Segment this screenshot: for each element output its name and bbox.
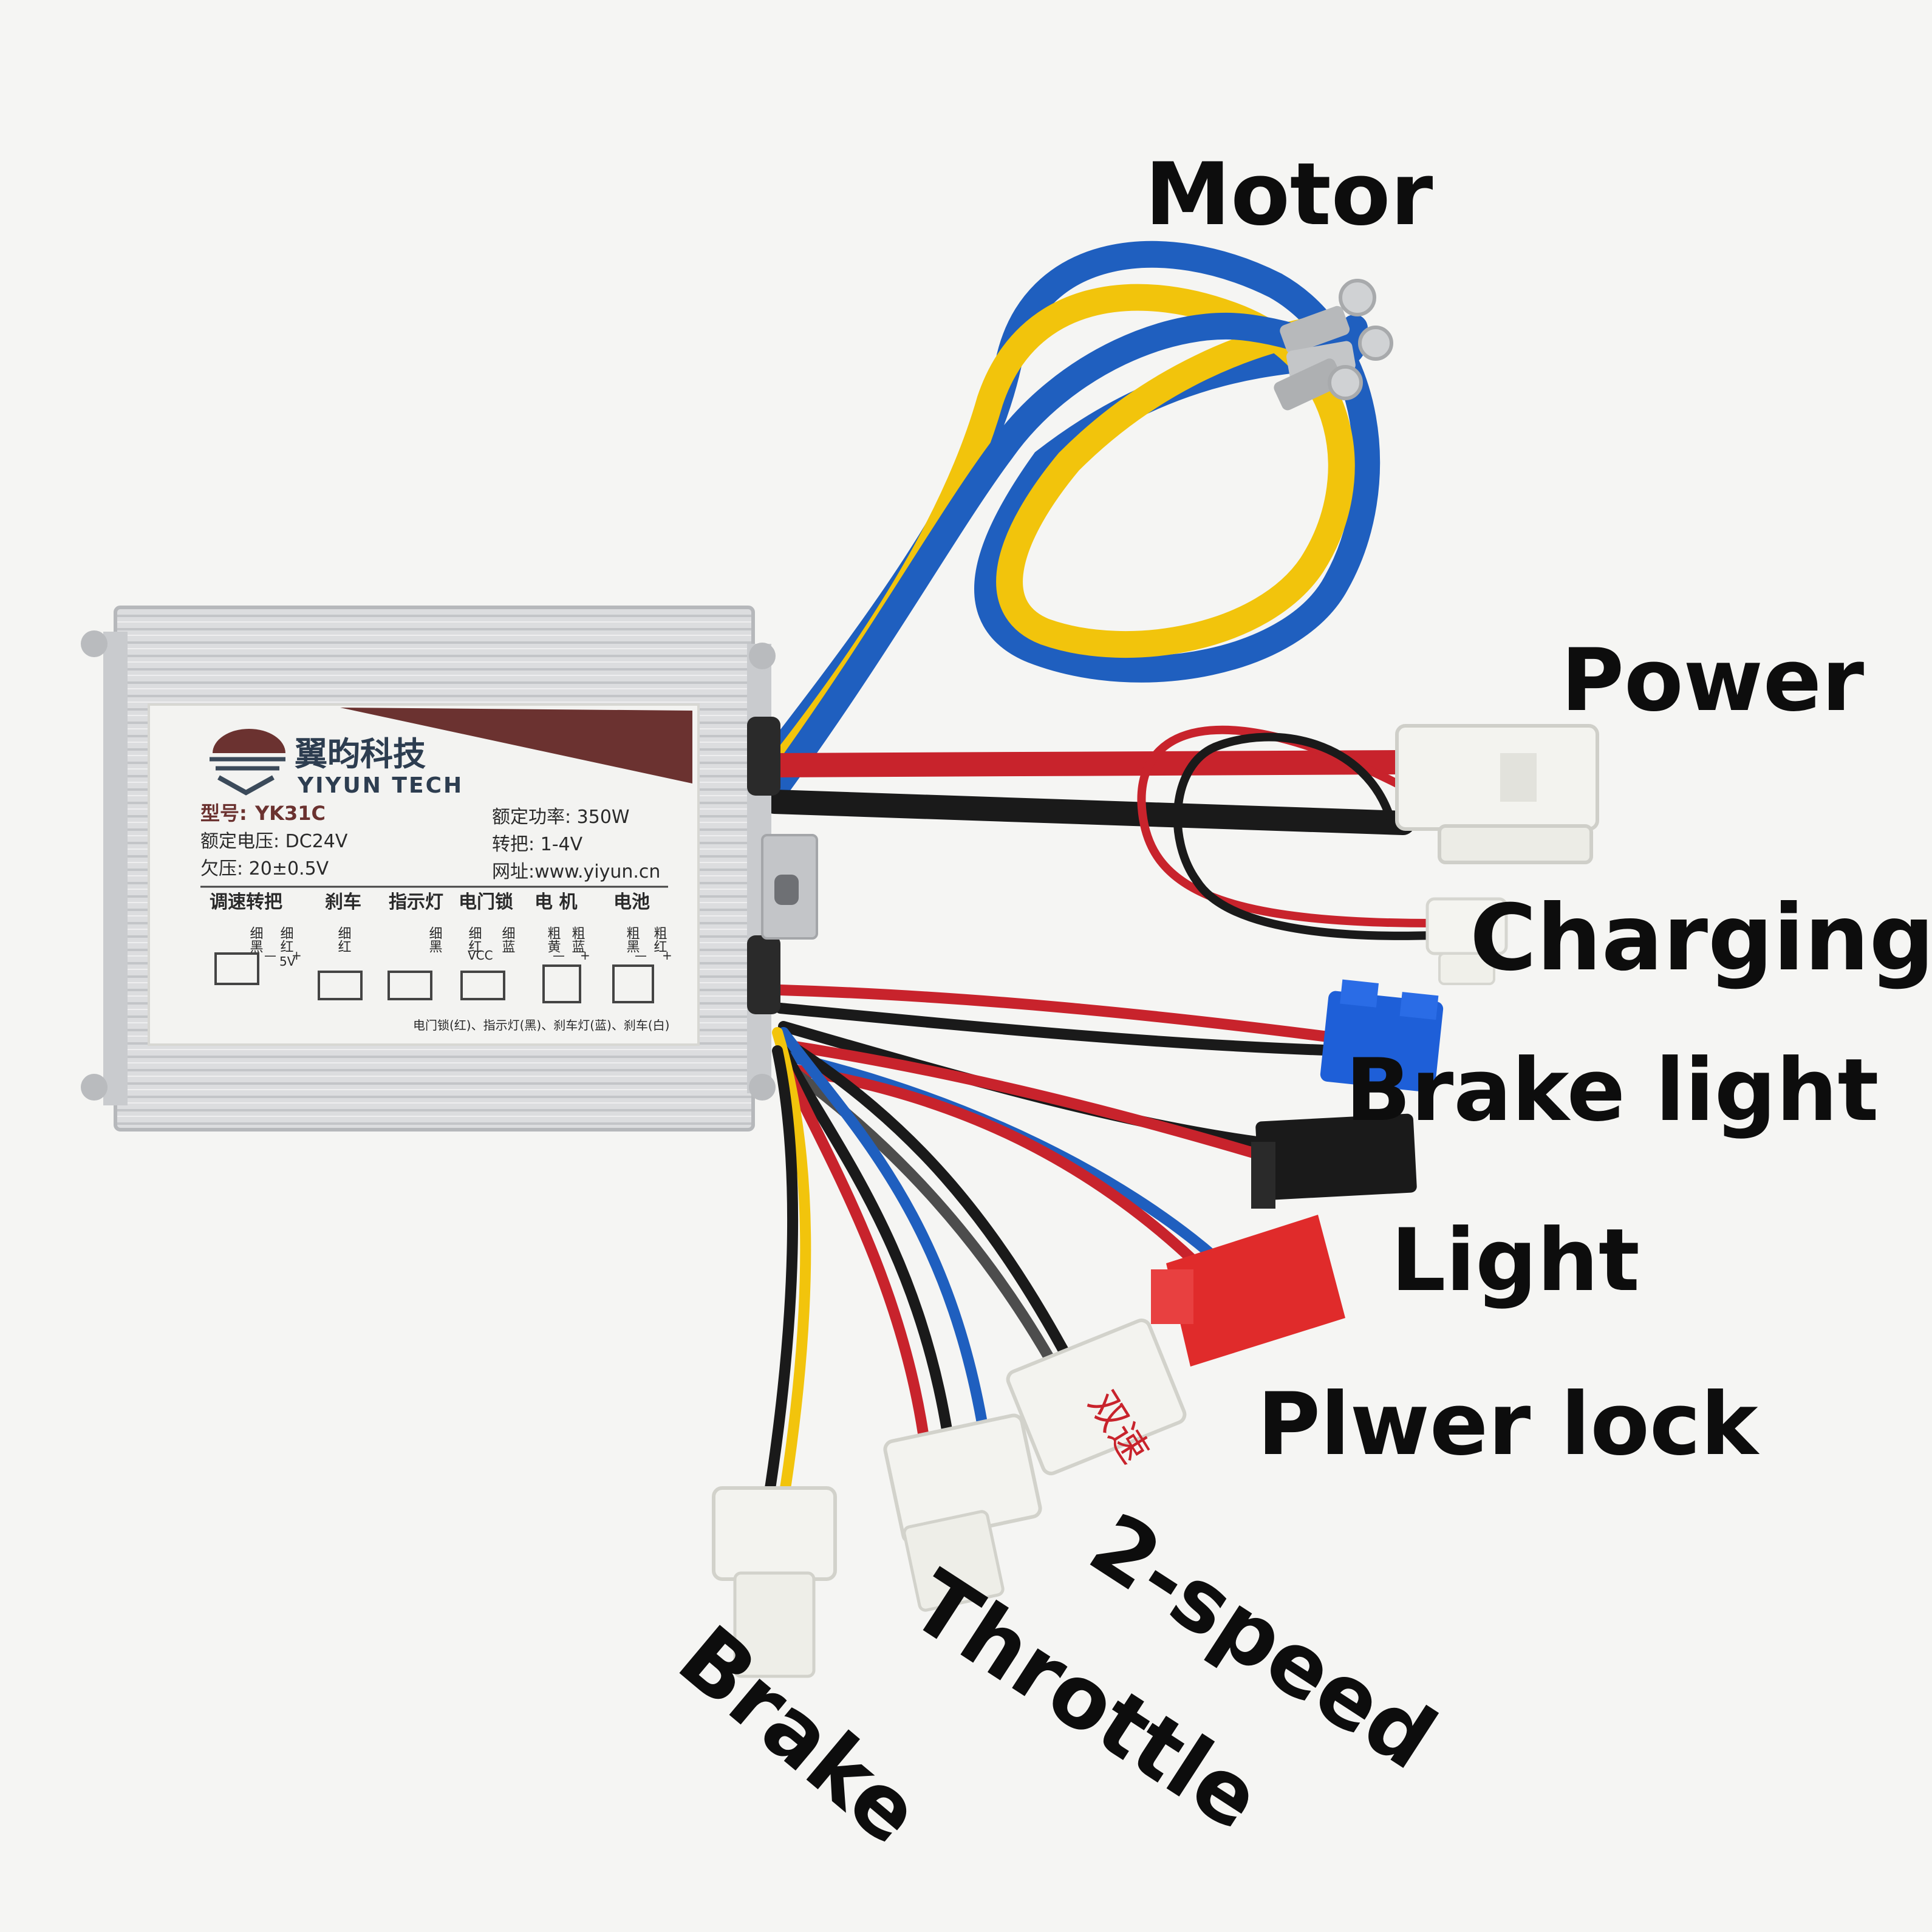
power-wires <box>762 725 1438 940</box>
throttle-range: 转把: 1-4V <box>492 834 583 855</box>
label-pin-9: 粗红 <box>652 926 667 953</box>
brand-logo <box>210 729 285 796</box>
motor-label: Motor <box>1145 145 1433 245</box>
harness-wires <box>763 985 1348 1506</box>
label-section-5: 电池 <box>613 892 650 913</box>
label-pin-7: 粗蓝 <box>570 926 585 953</box>
label-pins: 细红细黑细红细黑细红细蓝粗黄粗蓝粗黑粗红5V+—VCC—+—+ <box>248 926 672 969</box>
throttle-connector <box>883 1413 1042 1612</box>
brand-en: YIYUN TECH <box>297 773 463 798</box>
rated-voltage: 额定电压: DC24V <box>200 831 348 852</box>
motor-wire-blue-front <box>761 313 1368 803</box>
label-pin-1: 细黑 <box>248 926 264 953</box>
motor-wire-yellow <box>761 284 1355 788</box>
brake-connector <box>712 1486 837 1678</box>
connector-diagrams <box>214 952 654 1003</box>
power-connector <box>1395 724 1599 864</box>
rated-power: 额定功率: 350W <box>492 807 630 828</box>
website: 网址:www.yiyun.cn <box>492 861 660 882</box>
label-section-0: 调速转把 <box>210 892 282 913</box>
label-pin-4: 细红 <box>466 926 482 953</box>
label-pin-mark-0: 5V <box>279 954 296 969</box>
model-value: YK31C <box>254 802 326 825</box>
label-pin-2: 细红 <box>336 926 352 953</box>
label-pin-mark-2: — <box>264 948 276 963</box>
motor-terminals <box>1274 279 1393 411</box>
light-label: Light <box>1391 1210 1640 1311</box>
charging-connector <box>1425 897 1508 985</box>
label-section-2: 指示灯 <box>389 892 443 913</box>
label-pin-mark-1: + <box>292 948 302 963</box>
controller-label: 翼昀科技 YIYUN TECH 型号: YK31C 额定电压: DC24V 欠压… <box>148 703 700 1046</box>
power-lock-label: Plwer lock <box>1257 1374 1758 1475</box>
label-brown-banner <box>340 708 692 783</box>
brake-light-label: Brake light <box>1345 1040 1879 1141</box>
label-section-3: 电门锁 <box>459 892 513 913</box>
label-pin-0: 细红 <box>278 926 294 953</box>
two-speed-connector: 双速 <box>1006 1318 1187 1476</box>
label-pin-mark-5: + <box>580 948 590 963</box>
label-footnote: 电门锁(红)、指示灯(黑)、刹车灯(蓝)、刹车(白) <box>413 1018 669 1033</box>
light-connector <box>1251 1113 1417 1209</box>
power-label: Power <box>1561 630 1865 731</box>
label-sections: 调速转把 刹车 指示灯电门锁电 机 电池 <box>210 892 650 913</box>
brake-light-connector <box>1320 979 1444 1093</box>
brand-cn: 翼昀科技 <box>295 735 426 773</box>
label-pin-mark-7: + <box>662 948 672 963</box>
label-pin-8: 粗黑 <box>624 926 640 953</box>
motor-wires <box>761 241 1393 803</box>
label-pin-3: 细黑 <box>427 926 443 953</box>
label-pin-mark-6: — <box>635 948 647 963</box>
label-pin-5: 细蓝 <box>500 926 516 953</box>
label-pin-mark-4: — <box>553 948 565 963</box>
label-pin-6: 粗黄 <box>545 926 561 953</box>
undervoltage: 欠压: 20±0.5V <box>200 858 329 879</box>
label-section-1: 刹车 <box>325 892 361 913</box>
charging-label: Charging <box>1470 886 1932 991</box>
model-label: 型号: <box>200 802 247 825</box>
label-pin-mark-3: VCC <box>468 948 493 963</box>
label-section-4: 电 机 <box>534 892 577 913</box>
power-lock-connector <box>1151 1215 1345 1367</box>
